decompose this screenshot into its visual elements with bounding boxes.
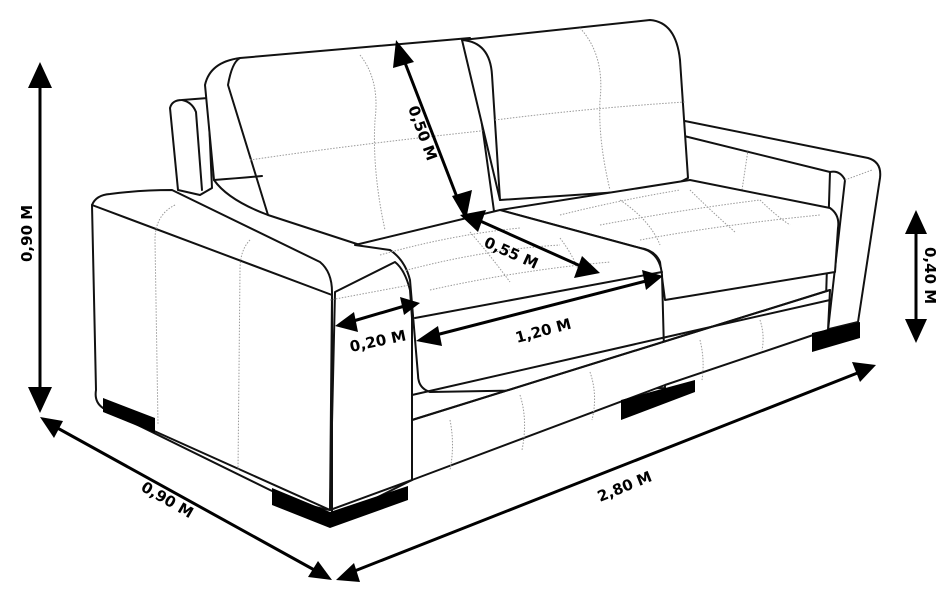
foot-front-left bbox=[272, 486, 408, 528]
foot-front-right bbox=[812, 322, 860, 352]
dimension-lines bbox=[28, 40, 927, 582]
backrest-right-cushion bbox=[461, 19, 689, 201]
left-back-armrest bbox=[169, 97, 213, 196]
backrest-left-cushion bbox=[204, 37, 499, 246]
foot-left-back bbox=[103, 398, 155, 433]
foot-front-center bbox=[621, 380, 695, 420]
label-total-height: 0,90 M bbox=[18, 205, 36, 262]
label-seat-height: 0,40 M bbox=[921, 247, 939, 304]
sofa bbox=[91, 19, 882, 528]
right-armrest bbox=[669, 117, 882, 331]
